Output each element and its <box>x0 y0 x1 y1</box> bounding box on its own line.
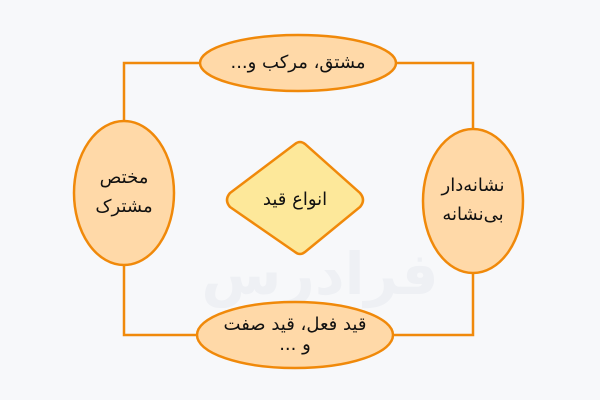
node-left-label: مختص مشترک <box>95 167 153 217</box>
node-top-ellipse <box>198 33 398 93</box>
connector-bottom-right <box>393 273 475 337</box>
node-top-label: مشتق، مرکب و... <box>230 51 366 73</box>
node-right-ellipse <box>421 127 525 275</box>
connector-lines <box>122 61 475 337</box>
center-label: انواع قید <box>262 188 328 210</box>
node-right-label: نشانه‌دار بی‌نشانه <box>441 175 505 225</box>
watermark-logo: فرادرس <box>201 240 439 308</box>
connector-top-left <box>122 61 200 122</box>
node-bottom-ellipse <box>195 300 395 370</box>
connector-bottom-left <box>122 265 197 337</box>
node-left-ellipse <box>72 119 176 267</box>
node-bottom-label: قید فعل، قید صفت و ... <box>223 314 367 355</box>
connector-top-right <box>397 61 475 130</box>
center-diamond <box>225 140 365 256</box>
